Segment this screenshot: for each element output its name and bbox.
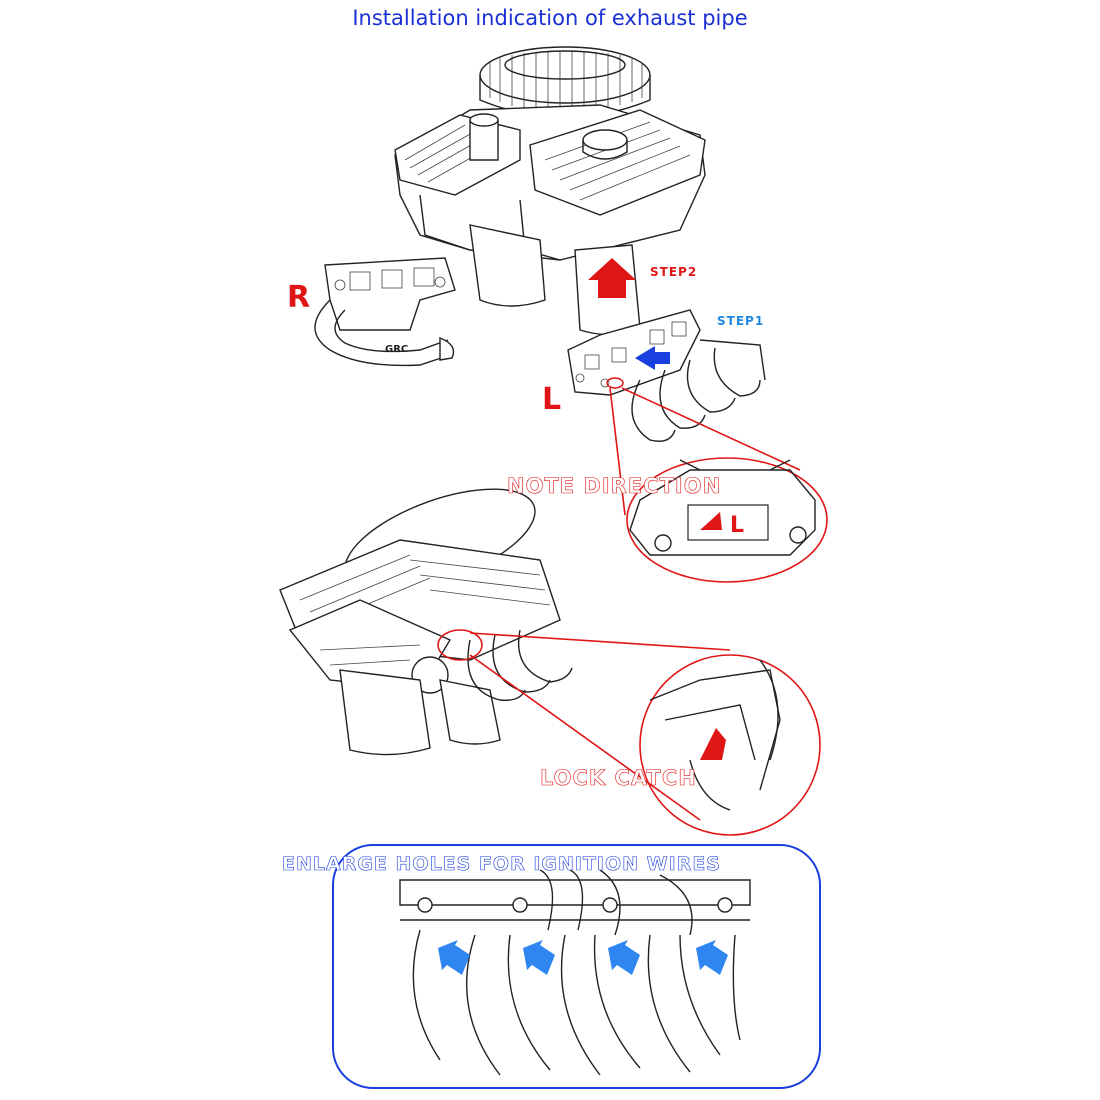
right-exhaust-header: GRC bbox=[314, 257, 456, 367]
plate-marking-text: L bbox=[730, 513, 744, 538]
engine-top-illustration bbox=[394, 46, 706, 336]
pipe-brand-text: GRC bbox=[385, 344, 408, 355]
right-side-label: R bbox=[287, 280, 311, 315]
note-direction-callout: L bbox=[609, 387, 828, 583]
note-direction-label: NOTE DIRECTION bbox=[507, 474, 722, 499]
step2-label: STEP2 bbox=[650, 265, 698, 279]
lock-catch-callout bbox=[469, 632, 821, 836]
left-side-label: L bbox=[542, 382, 562, 417]
step1-label: STEP1 bbox=[717, 314, 765, 328]
lock-catch-label: LOCK CATCH bbox=[540, 766, 697, 791]
left-exhaust-header bbox=[567, 309, 766, 442]
diagram-title: Installation indication of exhaust pipe bbox=[352, 6, 748, 30]
ignition-wires-panel bbox=[332, 844, 821, 1089]
enlarge-holes-label: ENLARGE HOLES FOR IGNITION WIRES bbox=[282, 853, 721, 876]
engine-middle-illustration bbox=[279, 488, 573, 756]
